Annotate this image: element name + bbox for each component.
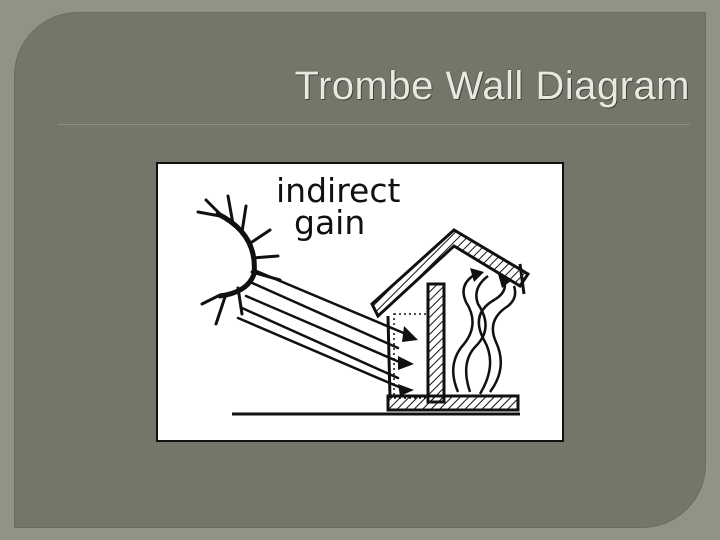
sun-icon xyxy=(196,194,282,326)
sun-rays xyxy=(236,268,408,392)
trombe-wall-diagram: indirect gain xyxy=(196,171,531,416)
ray-arrowheads xyxy=(398,326,418,396)
roof xyxy=(370,228,531,319)
slide-title: Trombe Wall Diagram xyxy=(294,64,690,108)
title-divider xyxy=(58,124,690,125)
glazing xyxy=(386,315,392,399)
label-gain: gain xyxy=(294,203,365,242)
trombe-wall xyxy=(426,282,446,404)
floor-slab xyxy=(386,394,520,412)
warm-air-arrowheads xyxy=(470,268,512,288)
roof-eave xyxy=(518,263,526,295)
warm-air-arrows xyxy=(451,272,517,395)
trombe-wall-figure: indirect gain xyxy=(156,162,564,442)
slide-panel: Trombe Wall Diagram indirect gain xyxy=(14,12,706,528)
label-indirect: indirect xyxy=(276,171,400,210)
